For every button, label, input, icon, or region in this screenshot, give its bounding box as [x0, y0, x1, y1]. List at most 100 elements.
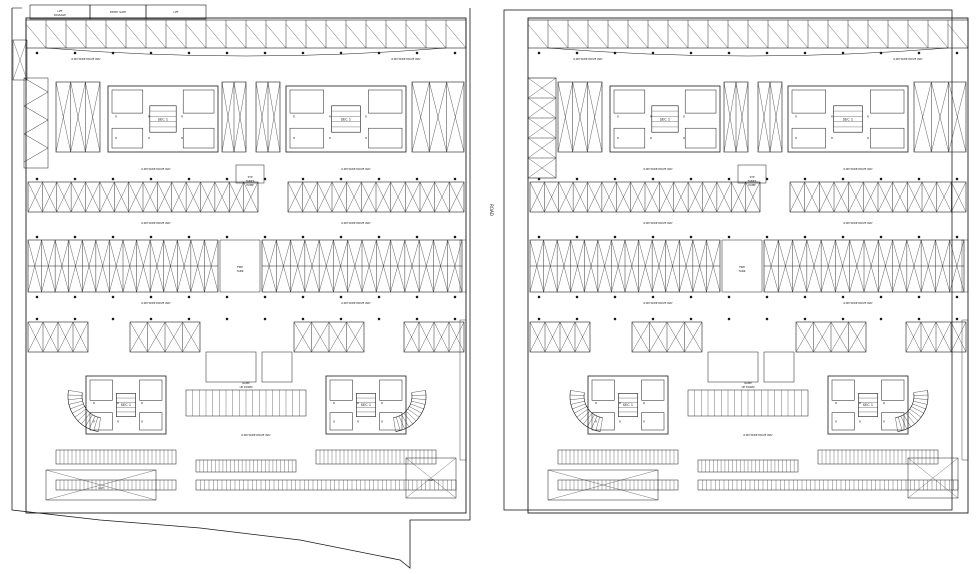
structural-column [340, 296, 342, 298]
tower-label: SEC 1 [863, 403, 873, 407]
structural-column [454, 236, 456, 238]
ramp-hatch [393, 418, 395, 432]
lower-bays [796, 322, 866, 352]
structural-column [728, 178, 730, 180]
plan-label-line: PUMP [246, 183, 254, 187]
plan-label-line: R [381, 419, 383, 423]
lower-bays [906, 322, 966, 352]
structural-column [956, 318, 958, 320]
middle-parking-row [790, 182, 966, 212]
plan-label-line: STP [248, 175, 253, 179]
room-tag: R [617, 115, 619, 119]
ramp-hatch [570, 398, 584, 399]
structural-column [690, 178, 692, 180]
plan-label-line: R [365, 115, 367, 119]
structural-column [728, 52, 730, 54]
structural-column [690, 236, 692, 238]
structural-column [302, 178, 304, 180]
plan-label-line: PASSAGE [54, 13, 66, 17]
room-tag: R [831, 115, 833, 119]
room-tag: R [619, 401, 621, 405]
curved-ramp [68, 390, 101, 431]
structural-column [880, 178, 882, 180]
room-tag: R [381, 419, 383, 423]
bottom-hatch-strip [316, 450, 436, 464]
lower-service-box [708, 352, 758, 382]
ramp-hatch [412, 390, 426, 392]
plan-label-line: SEC 1 [158, 117, 168, 121]
site-boundary [504, 10, 952, 510]
plan-label-line: UGT [428, 478, 434, 482]
plan-label-line: 6.0M WIDE DRIVE WAY [141, 221, 171, 225]
plan-label-line: R [115, 136, 117, 140]
curved-ramp [895, 390, 928, 431]
plan-label-line: R [643, 419, 645, 423]
ramp-hatch [68, 398, 82, 399]
driveway-label: 6.0M WIDE DRIVE WAY [573, 57, 603, 61]
plan-label-line: R [333, 401, 335, 405]
structural-column [188, 52, 190, 54]
ramp-hatch [68, 390, 82, 392]
structural-column [652, 178, 654, 180]
structural-column [226, 52, 228, 54]
bottom-hatch-strip [56, 480, 176, 490]
room-tag: R [683, 115, 685, 119]
structural-column [226, 178, 228, 180]
plan-label-line: TANK [739, 269, 746, 273]
top-box-label: LIFT [173, 10, 179, 14]
plan-label-line: R [835, 401, 837, 405]
structural-column [766, 236, 768, 238]
room-tag: R [619, 419, 621, 423]
plan-label-line: R [867, 115, 869, 119]
room-tag: R [365, 136, 367, 140]
ramp-hatch [75, 409, 86, 417]
ramp-hatch [570, 390, 584, 392]
ramp-hatch [906, 413, 915, 424]
structural-column [956, 296, 958, 298]
middle-parking-row [28, 182, 258, 212]
structural-column [576, 52, 578, 54]
ramp-hatch [69, 401, 83, 404]
ramp-hatch [406, 411, 416, 421]
plan-label-line: SEC 1 [660, 117, 670, 121]
plan-label-line: R [381, 401, 383, 405]
plan-label-line: R [181, 136, 183, 140]
tower-side-bays [724, 82, 748, 152]
plan-label-line: 6.0M WIDE DRIVE WAY [141, 167, 171, 171]
structural-column [112, 236, 114, 238]
structural-column [918, 236, 920, 238]
structural-column [880, 318, 882, 320]
driveway-label: 6.0M WIDE DRIVE WAY [391, 57, 421, 61]
plan-label-line: R [859, 419, 861, 423]
room-tag: R [795, 115, 797, 119]
ramp-hatch [411, 401, 425, 404]
room-tag: R [333, 401, 335, 405]
structural-column [538, 296, 540, 298]
structural-column [112, 318, 114, 320]
plan-label-line: R [883, 401, 885, 405]
tank-label: UGT [428, 478, 434, 482]
structural-column [918, 318, 920, 320]
structural-column [690, 52, 692, 54]
structural-column [804, 318, 806, 320]
plan-label-line: SEC 1 [863, 403, 873, 407]
structural-column [416, 178, 418, 180]
structural-column [188, 296, 190, 298]
plan-label-line: TANKS [246, 179, 255, 183]
plan-label-line: R [683, 136, 685, 140]
room-tag: R [357, 419, 359, 423]
structural-column [226, 296, 228, 298]
ramp-inner-edge [584, 393, 603, 418]
structural-column [416, 52, 418, 54]
tower-label: SEC 1 [341, 117, 351, 121]
plan-label-line: FIRE [739, 265, 745, 269]
room-tag: R [117, 401, 119, 405]
tower-side-bays [558, 82, 602, 152]
room-tag: R [329, 136, 331, 140]
structural-column [804, 52, 806, 54]
tower-side-bays [914, 82, 966, 152]
